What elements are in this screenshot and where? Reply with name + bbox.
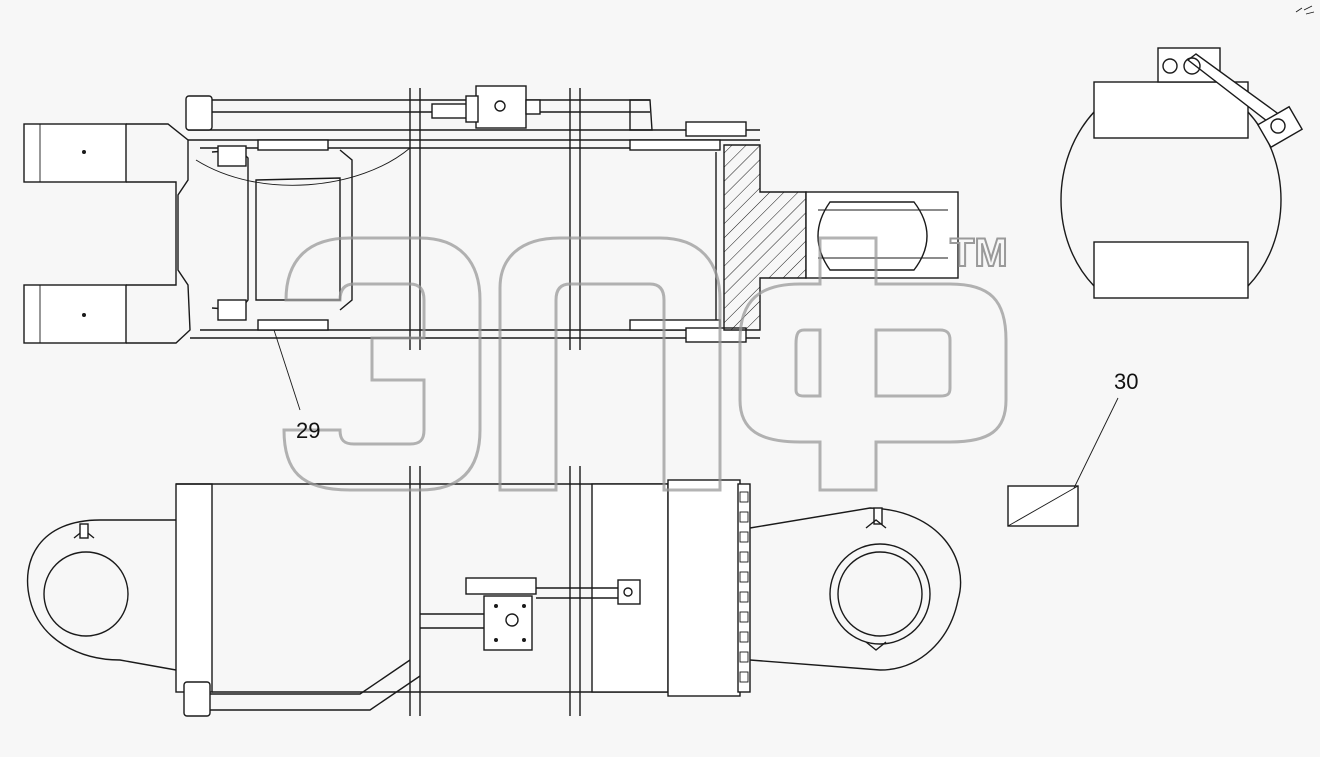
- rod-eye-housing: [805, 191, 959, 279]
- left-mount-plate: [26, 519, 177, 671]
- callout-29-label: 29: [296, 418, 320, 443]
- right-mount-outer-ring: [829, 543, 931, 645]
- bottom-external-view: [26, 466, 962, 717]
- cylinder-end-cap: [175, 483, 213, 693]
- detail-block-upper: [1093, 81, 1249, 139]
- watermark-logo: TM: [282, 230, 1009, 492]
- callout-30-label: 30: [1114, 369, 1138, 394]
- right-mount-plate: [749, 507, 962, 671]
- corner-mark-icon: [1295, 5, 1315, 15]
- end-bolt-bottom: [685, 327, 747, 343]
- pipe-clamp: [617, 579, 641, 605]
- head-flange: [667, 479, 741, 697]
- rod-end-gland: [723, 144, 807, 331]
- left-mount-bore: [43, 551, 129, 637]
- callout-30-group: [1007, 397, 1119, 527]
- valve-manifold-top: [465, 577, 537, 595]
- top-right-detail-view: [1060, 47, 1304, 299]
- clevis-body: [126, 123, 191, 344]
- pipe-fitting-top: [185, 95, 213, 131]
- leader-30: [1073, 397, 1119, 489]
- end-bolt-top: [685, 121, 747, 137]
- piston-head: [211, 149, 249, 311]
- clevis-upper-arm: [23, 123, 127, 183]
- leader-29: [273, 329, 301, 411]
- right-mount-bore: [837, 551, 923, 637]
- valve-block-lower: [483, 595, 533, 651]
- top-sectional-view: [23, 85, 959, 411]
- detail-block-lower: [1093, 241, 1249, 299]
- bolt-circle-flange: [737, 483, 751, 693]
- valve-block: [475, 85, 527, 129]
- watermark-tm: TM: [950, 231, 1008, 275]
- clevis-lower-arm: [23, 284, 127, 344]
- rod-eye-pin: [817, 201, 928, 271]
- pipe-fitting-bottom: [183, 681, 211, 717]
- flange-bolts: [739, 491, 749, 683]
